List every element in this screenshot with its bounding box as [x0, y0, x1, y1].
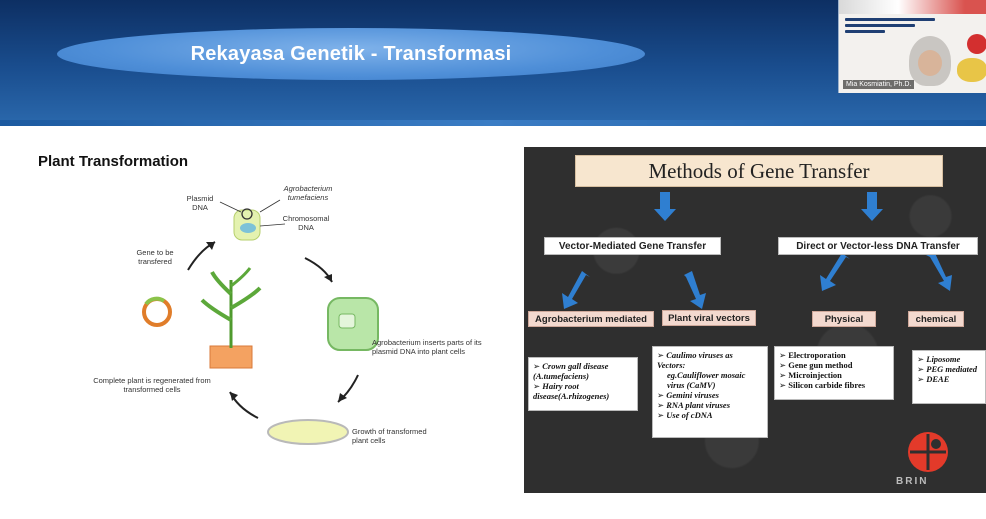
webcam-text-line — [845, 24, 915, 27]
growth-label: Growth of transformed plant cells — [352, 427, 427, 445]
chromosomal-dna-label: Chromosomal DNA — [282, 214, 330, 232]
list-item: ➢ Silicon carbide fibres — [779, 380, 866, 390]
agrobacterium-label: Agrobacterium tumefaciens — [283, 184, 333, 202]
list-item: ➢ Crown gall disease (A.tumefaciens) — [533, 361, 609, 381]
methods-arrows — [562, 192, 952, 309]
brin-logo-text: BRIN — [896, 476, 929, 487]
viral-vectors-list: ➢ Caulimo viruses as Vectors: eg.Caulifl… — [652, 346, 768, 438]
cell-nucleus-icon — [338, 313, 356, 329]
vector-mediated-box: Vector-Mediated Gene Transfer — [544, 237, 721, 255]
list-item: ➢ Liposome — [917, 354, 961, 364]
fruit-decoration — [967, 34, 986, 54]
agrobacterium-inserts-label: Agrobacterium inserts parts of its plasm… — [372, 338, 482, 356]
plant-leaf-icon — [230, 286, 262, 310]
agrobacterium-mediated-box: Agrobacterium mediated — [528, 311, 654, 327]
direct-transfer-box: Direct or Vector-less DNA Transfer — [778, 237, 978, 255]
label-pointer — [219, 201, 242, 213]
down-arrow-icon — [654, 192, 676, 221]
gene-label: Gene to be transfered — [136, 248, 174, 266]
down-left-arrow-icon — [562, 271, 590, 309]
webcam-slide-strip — [839, 0, 986, 14]
list-item: ➢ Gemini viruses — [657, 390, 719, 400]
plant-leaf-icon — [210, 271, 233, 296]
gene-segment-icon — [144, 296, 166, 306]
slide-title: Rekayasa Genetik - Transformasi — [190, 42, 512, 65]
fruit-decoration — [957, 58, 986, 82]
plant-viral-vectors-box: Plant viral vectors — [662, 310, 756, 326]
plant-pot-icon — [209, 345, 253, 369]
agrobacterium-list: ➢ Crown gall disease (A.tumefaciens) ➢ H… — [528, 357, 638, 411]
plasmid-dna-label: Plasmid DNA — [186, 194, 214, 212]
petri-dish-icon — [267, 419, 349, 445]
webcam-text-line — [845, 30, 885, 33]
presenter-webcam[interactable]: Mia Kosmiatin, Ph.D. — [838, 0, 986, 93]
list-item: ➢ Caulimo viruses as Vectors: — [657, 350, 733, 370]
regenerated-label: Complete plant is regenerated from trans… — [93, 376, 211, 394]
presenter-name: Mia Kosmiatin, Ph.D. — [843, 80, 915, 89]
down-left-arrow-icon — [820, 253, 850, 291]
label-pointer — [259, 223, 286, 227]
physical-box: Physical — [812, 311, 876, 327]
label-pointer — [259, 199, 281, 213]
list-item: ➢ DEAE — [917, 374, 950, 384]
brin-logo-icon — [908, 432, 948, 472]
cycle-arrow-head — [230, 392, 238, 401]
down-arrow-icon — [861, 192, 883, 221]
presenter-avatar — [909, 36, 951, 86]
plasmid-icon — [241, 208, 253, 220]
cycle-arrow-head — [338, 393, 347, 402]
plant-transformation-diagram — [142, 199, 379, 445]
list-item: ➢ Use of cDNA — [657, 410, 713, 420]
list-item: ➢ Hairy root disease(A.rhizogenes) — [533, 381, 610, 401]
chemical-box: chemical — [908, 311, 964, 327]
list-item: eg.Cauliflower mosaic virus (CaMV) — [667, 370, 746, 390]
plant-leaf-icon — [200, 298, 232, 322]
list-item: ➢ Electroporation — [779, 350, 846, 360]
webcam-text-line — [845, 18, 935, 21]
cycle-arrow-head — [324, 274, 332, 282]
cycle-arrow-head — [206, 242, 215, 250]
list-item: ➢ Microinjection — [779, 370, 842, 380]
down-right-arrow-icon — [926, 251, 952, 291]
down-right-arrow-icon — [684, 271, 706, 309]
physical-methods-list: ➢ Electroporation ➢ Gene gun method ➢ Mi… — [774, 346, 894, 400]
title-banner: Rekayasa Genetik - Transformasi — [57, 28, 645, 80]
list-item: ➢ RNA plant viruses — [657, 400, 731, 410]
list-item: ➢ PEG mediated — [917, 364, 978, 374]
chemical-methods-list: ➢ Liposome ➢ PEG mediated ➢ DEAE — [912, 350, 986, 404]
chromosomal-dna-icon — [240, 223, 256, 233]
list-item: ➢ Gene gun method — [779, 360, 853, 370]
methods-title: Methods of Gene Transfer — [575, 155, 943, 187]
plant-transformation-title: Plant Transformation — [38, 153, 189, 170]
plant-leaf-icon — [230, 267, 252, 288]
